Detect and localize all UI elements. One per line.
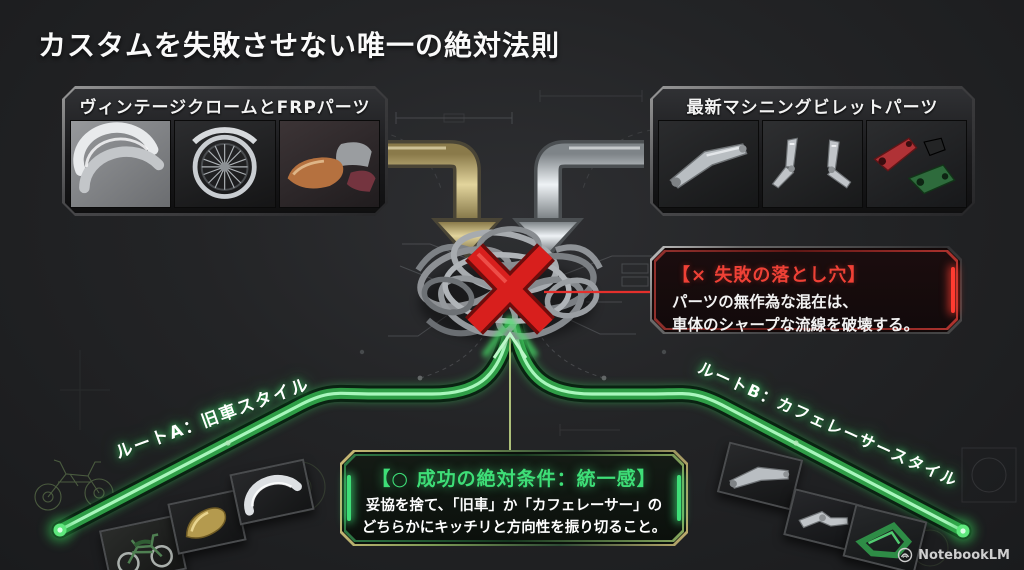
- spoked-front-wheel-photo: [174, 120, 276, 208]
- silver-arrow-icon: [512, 140, 644, 259]
- red-accent-bar: [951, 267, 955, 313]
- success-header: 【○ 成功の絶対条件：統一感】: [371, 468, 657, 490]
- chrome-fenders-photo: [70, 120, 172, 208]
- vintage-parts-images: [70, 120, 380, 208]
- failure-callout: 【× 失敗の落とし穴】 パーツの無作為な混在は、 車体のシャープな流線を破壊する…: [650, 246, 962, 334]
- billet-parts-panel: 最新マシニングビレットパーツ: [650, 86, 975, 216]
- failure-body-line1: パーツの無作為な混在は、: [672, 293, 858, 311]
- red-x-icon: [465, 243, 555, 335]
- swingarm-photo: [716, 441, 804, 511]
- notebooklm-logo-icon: [897, 547, 913, 563]
- vintage-parts-panel: ヴィンテージクロームとFRPパーツ: [62, 86, 388, 216]
- failure-header: 【× 失敗の落とし穴】: [672, 265, 867, 286]
- route-a-label: ルートA：旧車スタイル: [113, 374, 313, 464]
- gold-arrow-icon: [384, 140, 503, 259]
- billet-rearsets-photo: [762, 120, 863, 208]
- callout-body: [656, 252, 956, 328]
- tangled-wires-icon: [415, 226, 603, 342]
- vintage-parts-label: ヴィンテージクロームとFRPパーツ: [79, 98, 371, 118]
- classic-motorcycle-photo: [99, 514, 187, 570]
- page-title: カスタムを失敗させない唯一の絶対法則: [38, 29, 561, 62]
- notebooklm-watermark: NotebookLM: [897, 547, 1010, 563]
- billet-parts-images: [658, 120, 967, 208]
- anodized-brackets-photo: [866, 120, 967, 208]
- success-body-line2: どちらかにキッチリと方向性を振り切ること。: [361, 519, 667, 536]
- success-body-line1: 妥協を捨て、「旧車」か「カフェレーサー」の: [365, 498, 663, 514]
- failure-body-line2: 車体のシャープな流線を破壊する。: [672, 316, 920, 335]
- billet-parts-label: 最新マシニングビレットパーツ: [686, 98, 939, 118]
- green-flare-icon: [481, 314, 539, 359]
- success-callout: 【○ 成功の絶対条件：統一感】 妥協を捨て、「旧車」か「カフェレーサー」の どち…: [340, 450, 688, 546]
- billet-swingarm-photo: [658, 120, 759, 208]
- frp-seat-cowls-photo: [278, 120, 380, 208]
- watermark-label: NotebookLM: [918, 547, 1010, 563]
- chrome-fender-photo: [229, 458, 315, 526]
